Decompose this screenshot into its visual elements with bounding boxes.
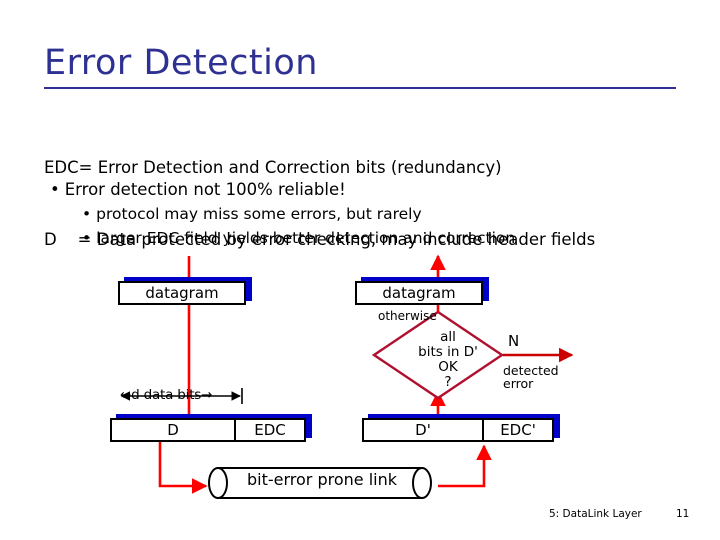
sender-datagram-box: datagram — [118, 281, 246, 305]
decision-line-2: bits in D' — [418, 344, 478, 360]
receiver-d-field: D' — [364, 420, 484, 440]
receiver-edc-field: EDC' — [500, 421, 536, 439]
bullet-sub-1-text: protocol may miss some errors, but rarel… — [96, 205, 422, 223]
no-branch-label: N — [508, 332, 520, 350]
diagram-vector-layer — [120, 254, 574, 499]
error-detection-diagram: datagram datagram D EDC D' EDC' ←d data … — [0, 250, 720, 500]
sender-datagram-label: datagram — [145, 284, 219, 302]
otherwise-label: otherwise — [378, 309, 437, 323]
bullet-list: •Error detection not 100% reliable! •pro… — [44, 178, 684, 250]
receiver-datagram-label: datagram — [382, 284, 456, 302]
receiver-datagram-box: datagram — [355, 281, 483, 305]
link-to-receiver-arrow — [438, 444, 492, 488]
sender-frame-box: D EDC — [110, 418, 306, 442]
title-underline — [44, 87, 676, 89]
definition-block: EDC= Error Detection and Correction bits… — [44, 108, 684, 276]
sender-to-link-arrow — [158, 442, 208, 494]
decision-line-4: ? — [444, 374, 452, 390]
sender-edc-field: EDC — [254, 421, 286, 439]
bullet-dot-icon: • — [82, 229, 92, 247]
sender-d-field: D — [112, 420, 236, 440]
decision-text: all bits in D' OK ? — [393, 330, 503, 390]
detected-error-label-line1: detected — [503, 363, 559, 378]
detected-error-label-line2: error — [503, 376, 534, 391]
bullet-primary-text: Error detection not 100% reliable! — [64, 180, 346, 199]
bit-error-prone-link-cylinder — [208, 467, 432, 499]
data-bits-label: ←d data bits→ — [120, 387, 213, 403]
bullet-item-sub-1: •protocol may miss some errors, but rare… — [44, 202, 684, 226]
definition-edc: EDC= Error Detection and Correction bits… — [44, 158, 502, 177]
bullet-dot-icon: • — [50, 180, 60, 199]
receiver-frame-box: D' EDC' — [362, 418, 554, 442]
bullet-item-sub-2: •larger EDC field yields better detectio… — [44, 226, 684, 250]
page-title: Error Detection — [44, 43, 318, 83]
bullet-item-primary: •Error detection not 100% reliable! — [44, 178, 684, 202]
bit-error-prone-link-label: bit-error prone link — [246, 470, 397, 489]
decision-line-1: all — [440, 329, 456, 345]
definition-d: D = Data protected by error checking, ma… — [44, 230, 596, 249]
footer-chapter-label: 5: DataLink Layer — [549, 508, 642, 520]
decision-line-3: OK — [438, 359, 458, 375]
footer-page-number: 11 — [676, 508, 690, 520]
bullet-sub-2-text: larger EDC field yields better detection… — [96, 229, 516, 247]
bullet-dot-icon: • — [82, 205, 92, 223]
decision-diamond — [371, 310, 505, 400]
